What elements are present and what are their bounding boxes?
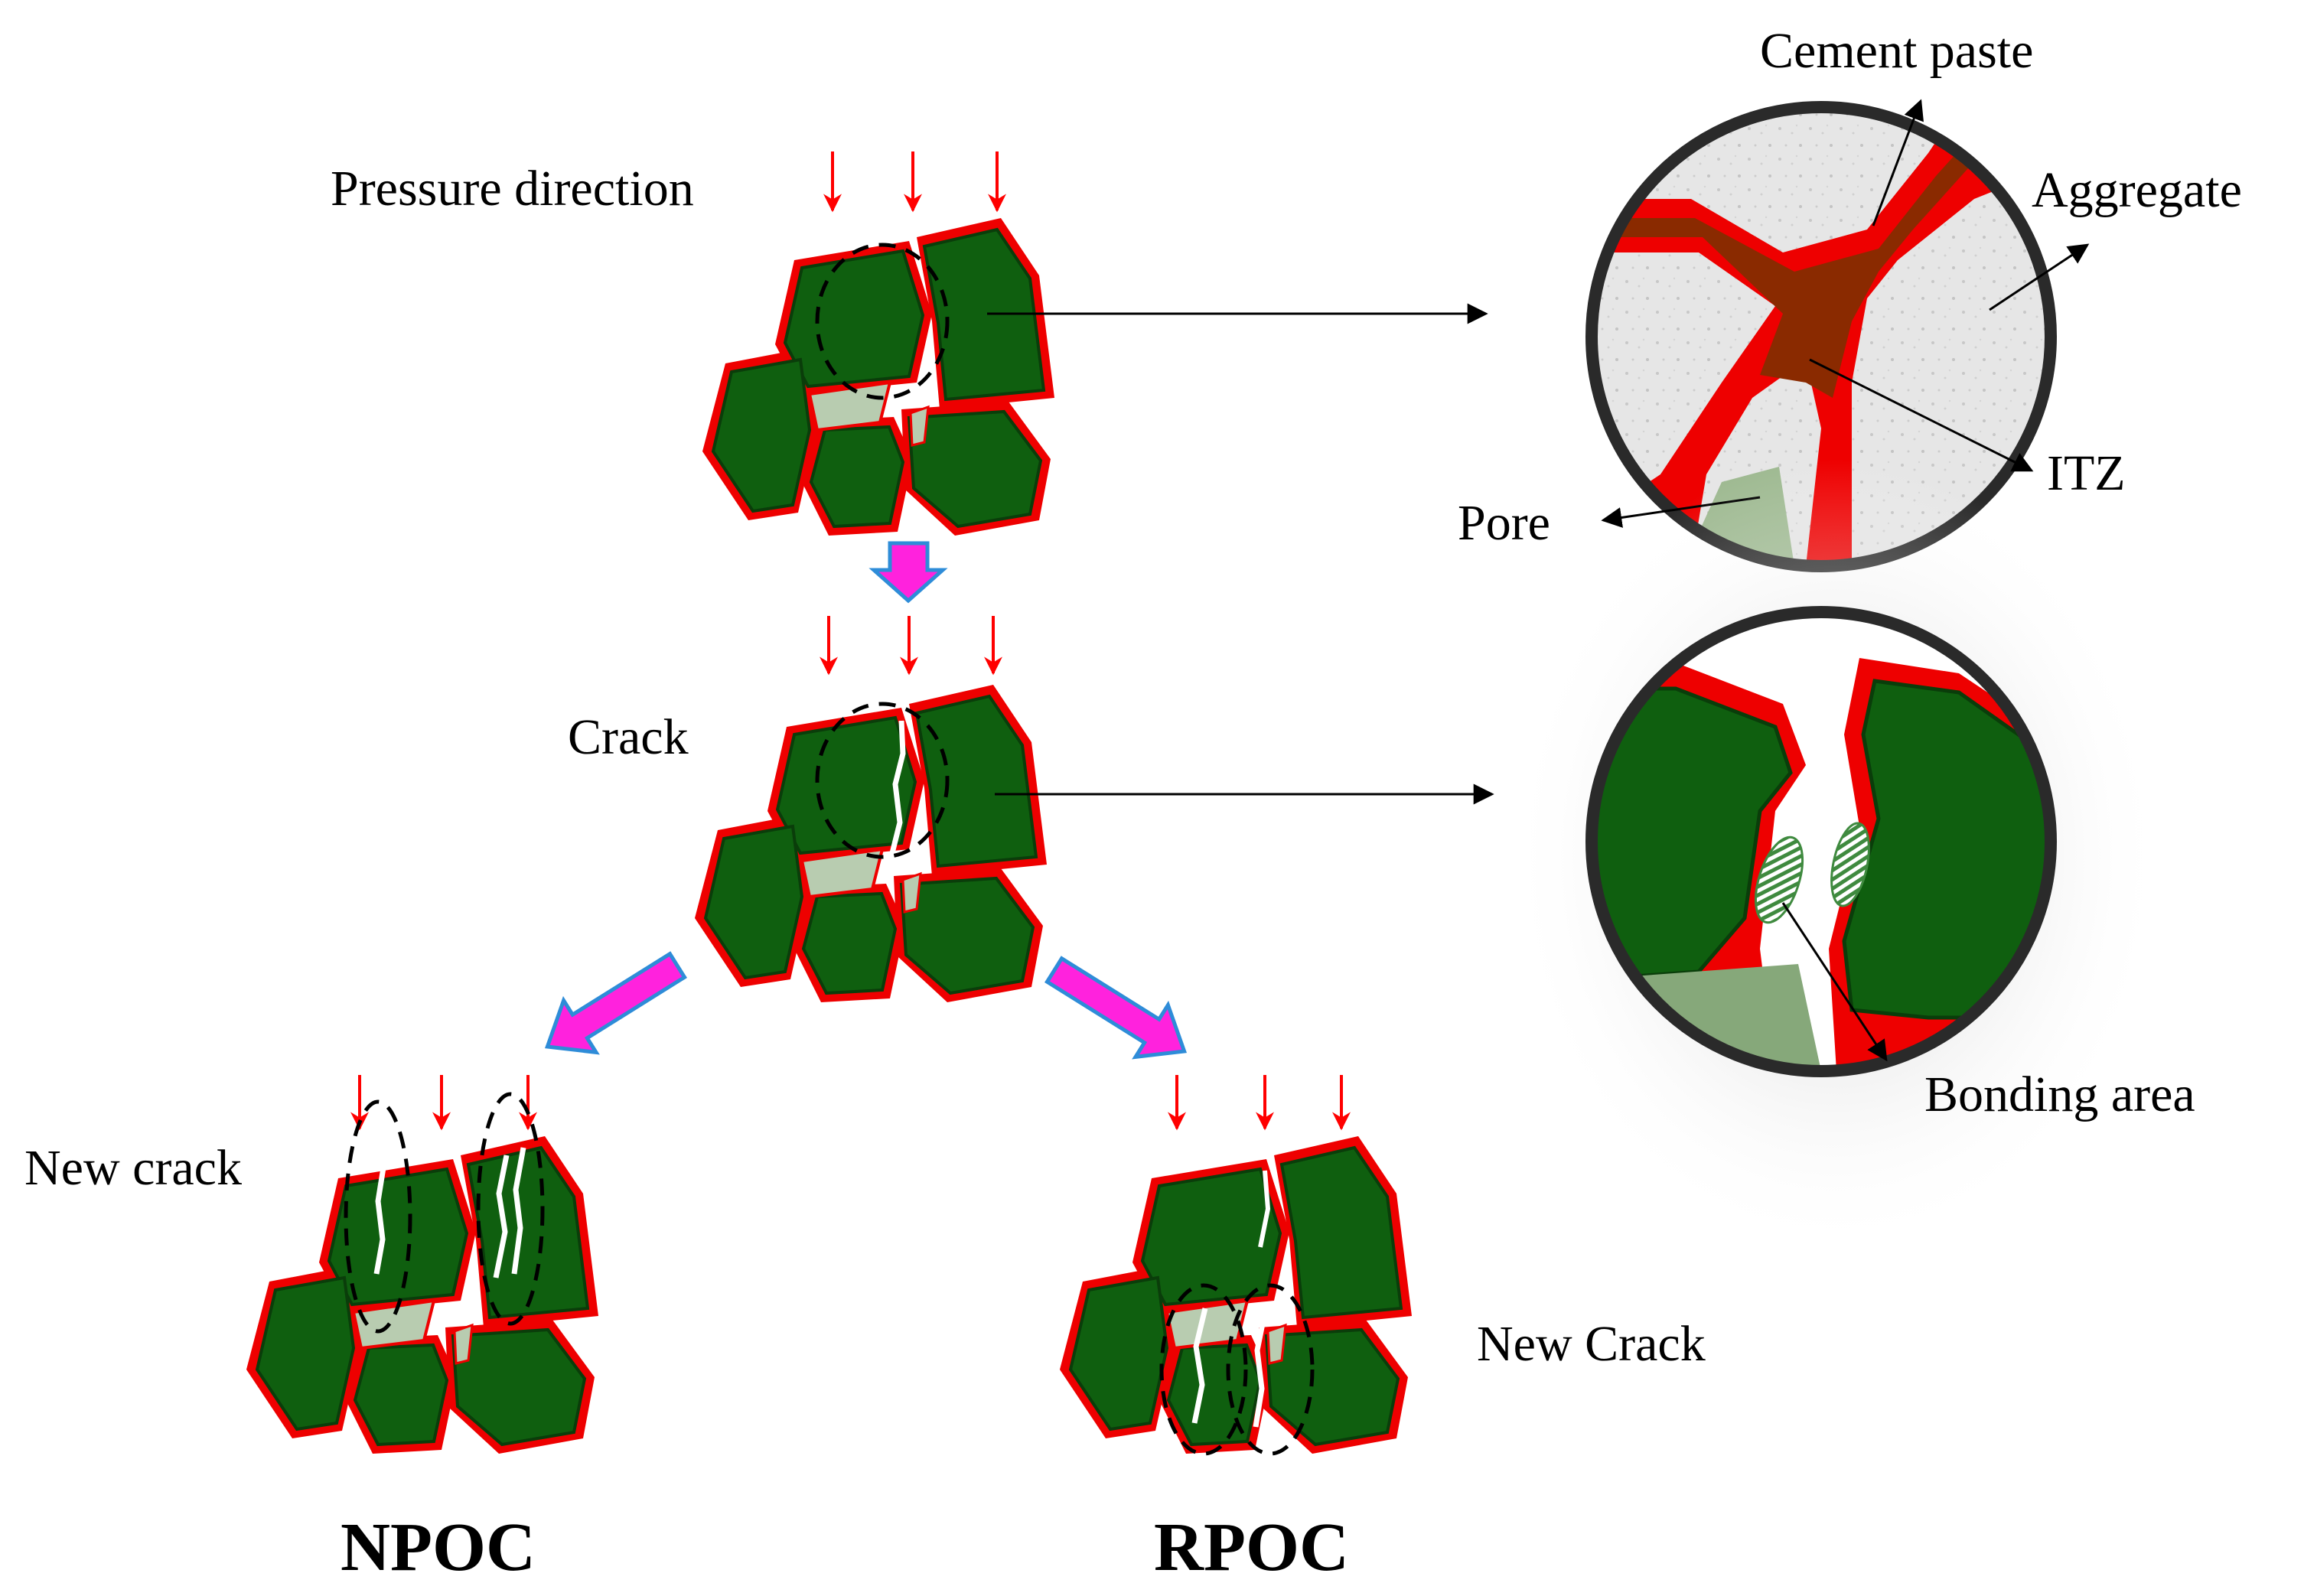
aggregate-cluster-initial	[701, 217, 1056, 537]
new-crack-label-left: New crack	[24, 1140, 242, 1196]
pressure-arrows-middle	[820, 616, 1002, 676]
rpoc-label: RPOC	[1154, 1510, 1349, 1585]
pressure-arrows-npoc	[350, 1075, 537, 1131]
aggregate-cluster-npoc	[245, 1092, 600, 1455]
pore-label: Pore	[1458, 495, 1550, 551]
itz-pointer	[1809, 358, 2034, 472]
block-arrow-icon	[1044, 956, 1188, 1060]
aggregate-label: Aggregate	[2032, 162, 2242, 218]
pressure-arrows-rpoc	[1168, 1075, 1351, 1131]
crack-label: Crack	[568, 709, 689, 765]
bonding-area-label: Bonding area	[1924, 1067, 2195, 1122]
block-arrow-icon	[868, 541, 948, 604]
block-arrow-icon	[544, 951, 687, 1055]
cement-paste-label: Cement paste	[1760, 23, 2033, 79]
lens-frame	[1585, 606, 2057, 1077]
cement-paste-pointer	[1872, 99, 1924, 226]
new-crack-label-right: New Crack	[1477, 1316, 1706, 1372]
aggregate-cluster-rpoc	[1058, 1135, 1413, 1456]
aggregate-cluster-cracked	[693, 683, 1048, 1004]
pressure-arrows-top	[823, 151, 1006, 213]
lens-bonding	[1585, 606, 2057, 1077]
bonding-area-pointer	[1781, 902, 1888, 1062]
aggregate-pointer	[1989, 243, 2090, 311]
npoc-label: NPOC	[341, 1510, 536, 1585]
pressure-direction-label: Pressure direction	[331, 161, 694, 217]
itz-label: ITZ	[2047, 445, 2126, 501]
